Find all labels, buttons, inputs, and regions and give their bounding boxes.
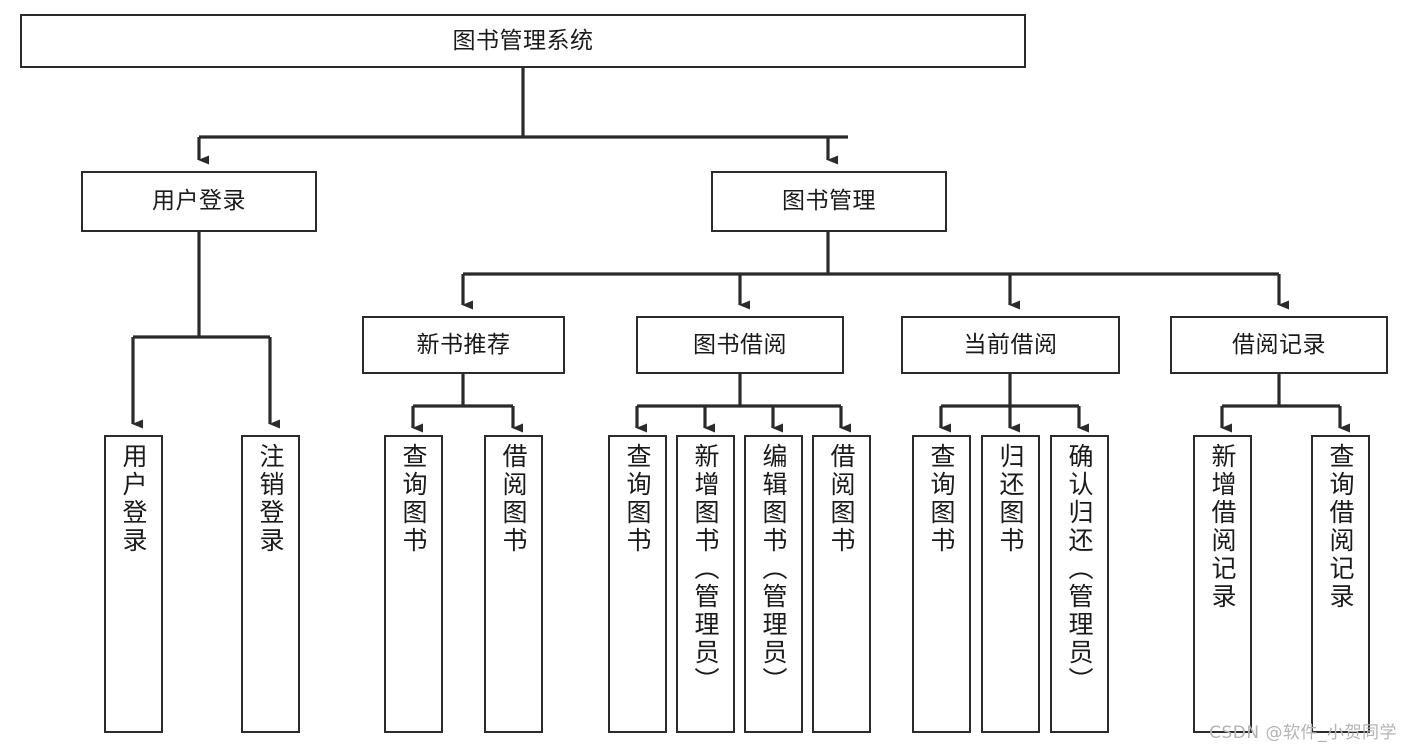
leaf-user-login-label: 用户登录	[119, 443, 148, 555]
leaf-br-query[interactable]: 查询借阅记录	[1311, 435, 1370, 733]
leaf-bb-edit-label: 编辑图书（管理员）	[759, 443, 788, 695]
node-book-manage[interactable]: 图书管理	[711, 171, 947, 232]
leaf-cb-return[interactable]: 归还图书	[981, 435, 1040, 733]
csdn-watermark: CSDN @软件_小贺同学	[1209, 723, 1397, 743]
node-current-borrow[interactable]: 当前借阅	[901, 316, 1120, 374]
node-root-label: 图书管理系统	[452, 27, 594, 54]
leaf-br-add-label: 新增借阅记录	[1208, 443, 1237, 611]
leaf-bb-add[interactable]: 新增图书（管理员）	[676, 435, 735, 733]
leaf-bb-add-label: 新增图书（管理员）	[691, 443, 720, 695]
leaf-cb-confirm[interactable]: 确认归还（管理员）	[1050, 435, 1109, 733]
leaf-logout-label: 注销登录	[256, 443, 285, 555]
leaf-br-query-label: 查询借阅记录	[1326, 443, 1355, 611]
node-user-login[interactable]: 用户登录	[81, 171, 317, 232]
leaf-cb-confirm-label: 确认归还（管理员）	[1065, 443, 1094, 695]
leaf-bb-borrow-label: 借阅图书	[827, 443, 856, 555]
leaf-br-add[interactable]: 新增借阅记录	[1193, 435, 1252, 733]
leaf-cb-query-label: 查询图书	[927, 443, 956, 555]
leaf-new-book-query-label: 查询图书	[399, 443, 428, 555]
leaf-cb-return-label: 归还图书	[996, 443, 1025, 555]
leaf-cb-query[interactable]: 查询图书	[912, 435, 971, 733]
leaf-new-book-borrow-label: 借阅图书	[499, 443, 528, 555]
leaf-bb-query[interactable]: 查询图书	[608, 435, 667, 733]
node-new-book[interactable]: 新书推荐	[362, 316, 565, 374]
node-book-borrow[interactable]: 图书借阅	[636, 316, 844, 374]
node-user-login-label: 用户登录	[152, 188, 246, 215]
node-book-manage-label: 图书管理	[782, 188, 876, 215]
node-borrow-record-label: 借阅记录	[1232, 331, 1326, 358]
leaf-logout[interactable]: 注销登录	[241, 435, 300, 733]
node-new-book-label: 新书推荐	[416, 331, 511, 358]
leaf-bb-query-label: 查询图书	[623, 443, 652, 555]
node-root[interactable]: 图书管理系统	[20, 14, 1026, 68]
leaf-user-login[interactable]: 用户登录	[104, 435, 163, 733]
node-borrow-record[interactable]: 借阅记录	[1170, 316, 1388, 374]
leaf-new-book-query[interactable]: 查询图书	[384, 435, 443, 733]
leaf-new-book-borrow[interactable]: 借阅图书	[484, 435, 543, 733]
node-current-borrow-label: 当前借阅	[963, 331, 1058, 358]
leaf-bb-edit[interactable]: 编辑图书（管理员）	[744, 435, 803, 733]
leaf-bb-borrow[interactable]: 借阅图书	[812, 435, 871, 733]
node-book-borrow-label: 图书借阅	[693, 331, 787, 358]
